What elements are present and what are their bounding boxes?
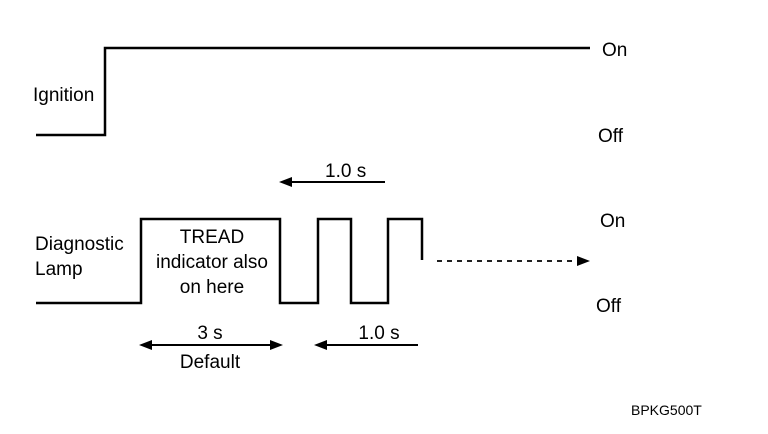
period-top-label: 1.0 s (325, 161, 366, 182)
lamp-on-label: On (600, 211, 625, 232)
figure-id: BPKG500T (631, 402, 702, 418)
ignition-label: Ignition (33, 85, 94, 106)
ignition-off-label: Off (598, 126, 624, 147)
tread-note-line2: indicator also (156, 252, 268, 273)
period-top-arrow (279, 177, 385, 187)
lamp-label-line1: Diagnostic (35, 234, 124, 255)
default-duration-label: 3 s (197, 323, 222, 344)
ignition-waveform (36, 46, 590, 137)
lamp-waveform (36, 217, 424, 305)
lamp-off-label: Off (596, 296, 622, 317)
ignition-on-label: On (602, 40, 627, 61)
lamp-label-line2: Lamp (35, 259, 83, 280)
tread-note-line1: TREAD (180, 227, 244, 248)
period-bottom-label: 1.0 s (358, 323, 399, 344)
tread-note-line3: on here (180, 277, 244, 298)
lamp-continuation-arrowhead (577, 256, 590, 266)
default-caption: Default (180, 352, 241, 373)
period-bottom-arrow (314, 340, 418, 350)
default-duration-arrow (139, 340, 283, 350)
